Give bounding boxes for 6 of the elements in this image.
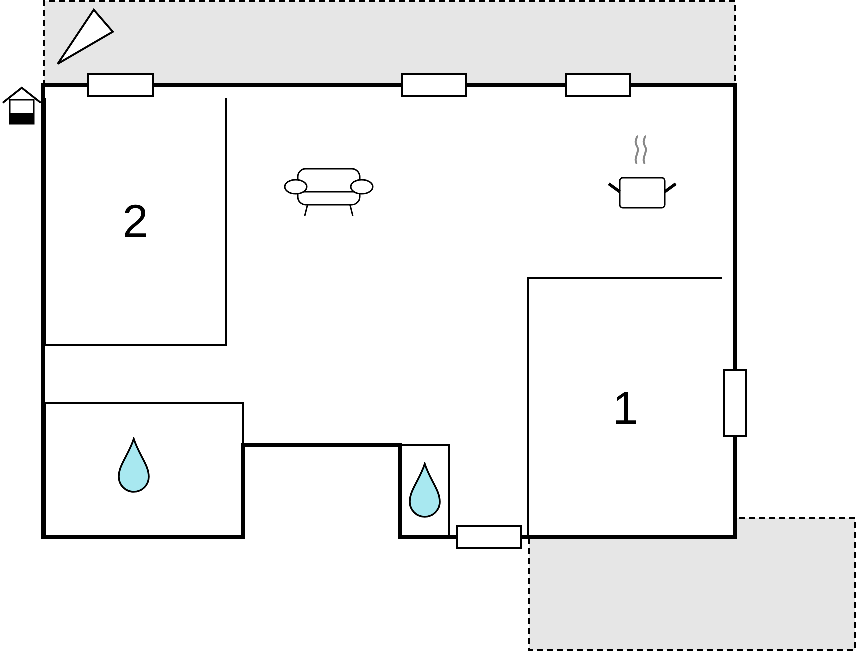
- room-number: 2: [122, 198, 148, 244]
- room-number: 1: [612, 384, 638, 430]
- room: [527, 277, 722, 538]
- room: [399, 444, 450, 538]
- room: [44, 402, 244, 538]
- room: [44, 98, 227, 346]
